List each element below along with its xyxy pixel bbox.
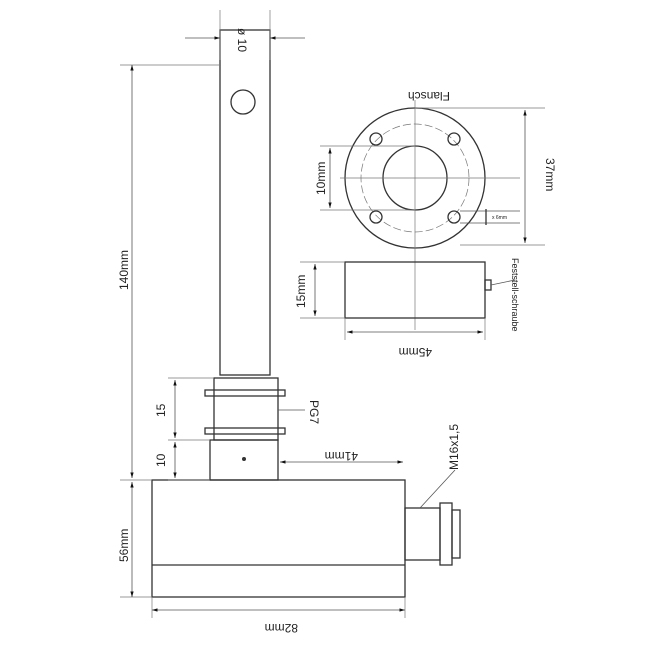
- rod-diameter-label: ø 10: [235, 28, 249, 52]
- gland-label: PG7: [307, 400, 321, 424]
- main-body: [151, 469, 461, 598]
- flange-outer-label: 37mm: [543, 158, 557, 191]
- rod-hole: [230, 89, 256, 115]
- left-dimensions: [120, 64, 406, 618]
- cable-gland: [204, 377, 305, 441]
- block-height-label: 10: [154, 453, 168, 467]
- flange-side-view: [300, 261, 516, 340]
- block-offset-label: 41mm: [325, 449, 358, 463]
- screw-size-label: x 6mm: [492, 215, 507, 221]
- flange-inner-label: 10mm: [314, 162, 328, 195]
- gland-height-label: 15: [154, 403, 168, 417]
- body-width-label: 82mm: [265, 621, 298, 635]
- set-screw-label: Feststell-schraube: [510, 258, 520, 332]
- thread-label: M16x1,5: [447, 424, 461, 470]
- body-height-label: 56mm: [117, 529, 131, 562]
- flange-width-label: 45mm: [399, 345, 432, 359]
- rod-length-label: 140mm: [117, 250, 131, 290]
- flange-top-view: [320, 100, 545, 330]
- flange-height-label: 15mm: [294, 275, 308, 308]
- flange-title: Flansch: [408, 89, 450, 103]
- rod: [185, 10, 305, 376]
